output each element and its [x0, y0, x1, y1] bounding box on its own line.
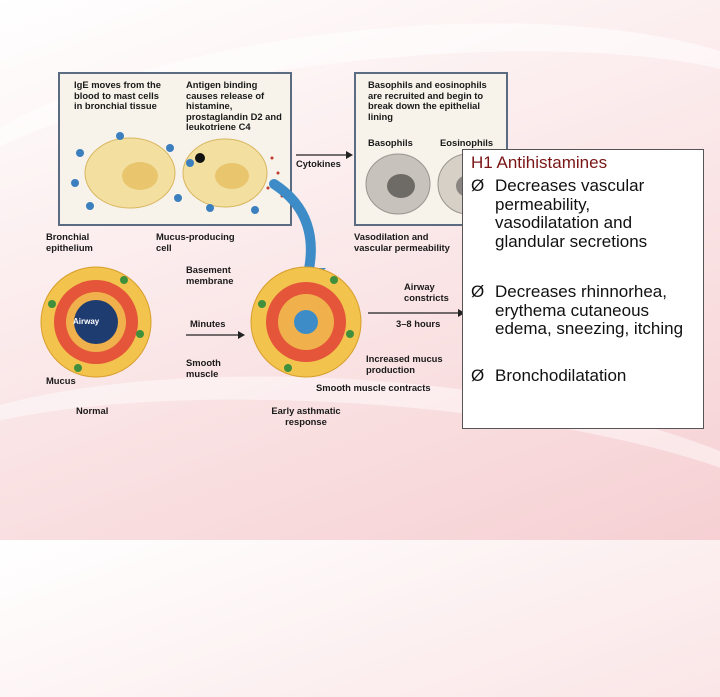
minutes-arrow	[186, 331, 245, 339]
minutes-label: Minutes	[190, 318, 226, 329]
hours-arrow	[368, 309, 465, 317]
normal-label: Normal	[76, 405, 109, 416]
hours-label: 3–8 hours	[396, 318, 441, 329]
basement-membrane-label: Basement membrane	[186, 264, 234, 286]
vasodilation-label: Vasodilation and vascular permeability	[354, 231, 450, 253]
ige-label: IgE moves from the blood to mast cells i…	[74, 79, 161, 111]
bronchial-epithelium-label: Bronchial epithelium	[46, 231, 93, 253]
asthma-diagram: IgE moves from the blood to mast cells i…	[38, 68, 508, 438]
normal-airway	[40, 266, 152, 378]
arrow-bullet-icon: Ø	[471, 176, 485, 195]
arrow-bullet-icon: Ø	[471, 282, 485, 301]
asthmatic-airway	[250, 266, 362, 378]
bullet-item: Ø Decreases rhinnorhea, erythema cutaneo…	[471, 282, 695, 339]
bullet-item: Ø Decreases vascular permeability, vasod…	[471, 176, 695, 251]
mucus-cell-label: Mucus-producing cell	[156, 231, 235, 253]
airway-constricts-label: Airway constricts	[404, 281, 449, 303]
bullet-text: Bronchodilatation	[495, 365, 627, 385]
cytokines-label: Cytokines	[296, 158, 341, 169]
smooth-muscle-contracts-label: Smooth muscle contracts	[316, 382, 431, 393]
bullet-item: Ø Bronchodilatation	[471, 365, 695, 386]
textbox-title: H1 Antihistamines	[471, 153, 608, 172]
mucus-production-label: Increased mucus production	[366, 353, 443, 375]
arrow-bullet-icon: Ø	[471, 365, 485, 385]
early-response-label: Early asthmatic response	[271, 405, 341, 427]
antihistamine-textbox: H1 Antihistamines Ø Decreases vascular p…	[462, 149, 704, 429]
antigen-label: Antigen binding causes release of histam…	[186, 79, 282, 132]
mucus-label: Mucus	[46, 375, 76, 386]
basophils-label: Basophils	[368, 137, 413, 148]
airway-label: Airway	[73, 317, 100, 326]
cytokines-arrow	[296, 151, 353, 159]
mast-cell-illustration	[71, 132, 284, 214]
eosinophils-label: Eosinophils	[440, 137, 494, 148]
bullet-text: Decreases rhinnorhea, erythema cutaneous…	[495, 282, 684, 338]
smooth-muscle-label: Smooth muscle	[186, 357, 221, 379]
bullet-text: Decreases vascular permeability, vasodil…	[495, 176, 648, 251]
basophils-recruited-label: Basophils and eosinophils are recruited …	[368, 79, 487, 122]
